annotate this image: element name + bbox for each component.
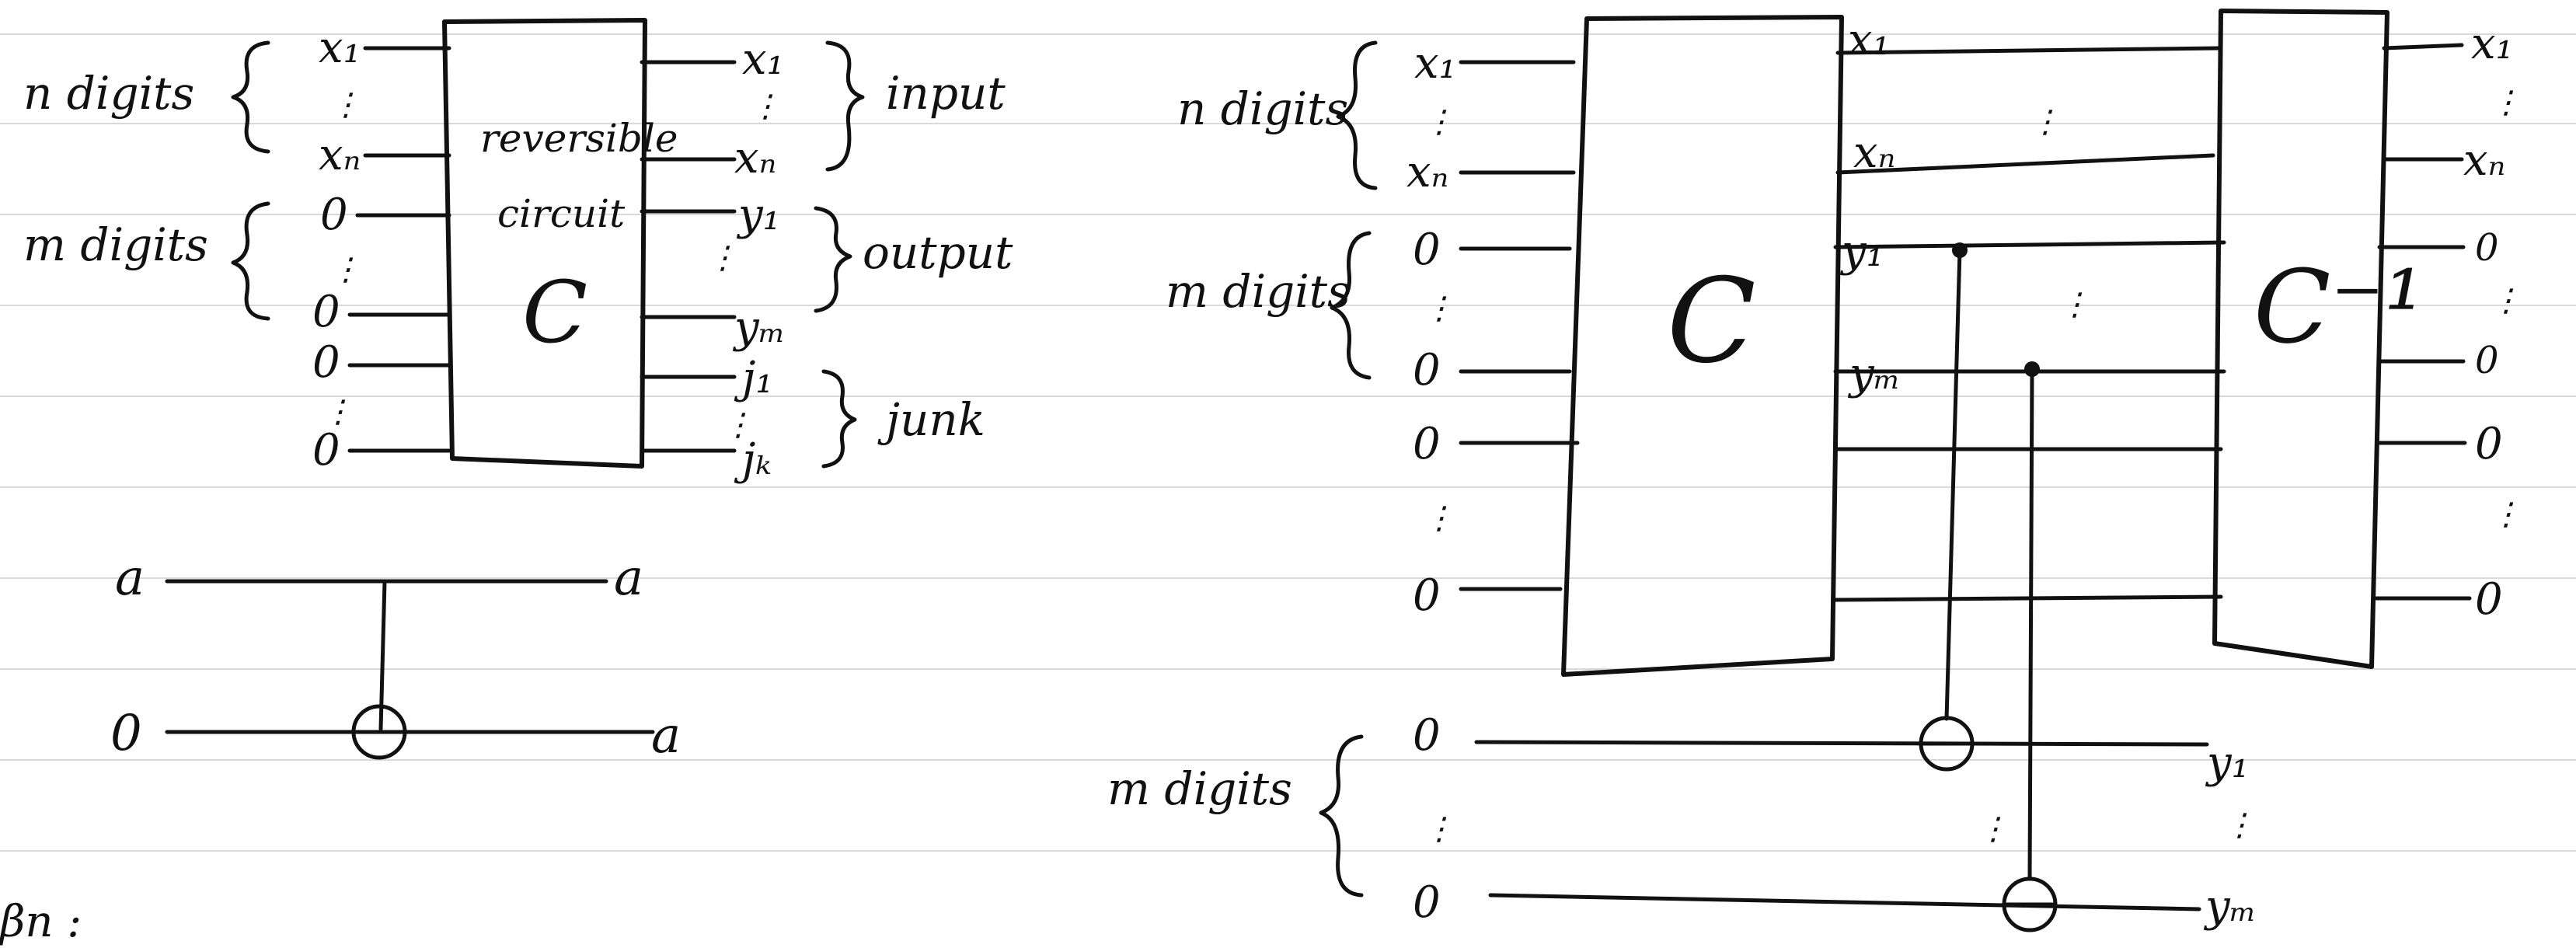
middle-dots: ⋮ <box>2030 104 2061 140</box>
circuit-c-label: C <box>1667 254 1756 389</box>
c-input-wires <box>1459 60 1580 591</box>
input-zero-label: 0 <box>312 425 340 476</box>
output-digits-label: m digits <box>23 218 208 271</box>
input-x1-label: x₁ <box>319 23 361 73</box>
input-zero-label: 0 <box>1413 225 1441 275</box>
middle-xn-label: xₙ <box>1853 127 1895 178</box>
input-x1-label: x₁ <box>1414 38 1456 89</box>
cnot-y1-control-dot <box>1952 242 1968 258</box>
input-zero-label: 0 <box>1413 419 1441 469</box>
copy-zero-label: 0 <box>1413 877 1441 928</box>
cnot-control-in-label: a <box>115 549 145 607</box>
input-digits-label: n digits <box>1177 82 1348 135</box>
input-dots: ⋮ <box>1424 500 1455 536</box>
output-dots: ⋮ <box>750 89 781 124</box>
copy-digits-label: m digits <box>1107 762 1292 815</box>
copy-digits-brace <box>1319 734 1364 897</box>
output-dots: ⋮ <box>707 240 738 276</box>
cnot-target-in-label: 0 <box>110 705 142 762</box>
output-brace-label: output <box>863 226 1013 279</box>
output-wires <box>640 60 737 453</box>
output-dots: ⋮ <box>2491 283 2522 319</box>
box-line-1: reversible <box>480 116 678 161</box>
copy-wire-m <box>1488 893 2201 911</box>
input-zero-label: 0 <box>1413 570 1441 621</box>
wire <box>1835 46 2221 55</box>
middle-x1-label: x₁ <box>1848 15 1890 65</box>
wire <box>1832 594 2223 602</box>
cnot-ym-control-line <box>2027 367 2034 880</box>
input-zero-label: 0 <box>312 337 340 388</box>
output-zero-label: 0 <box>2475 339 2499 382</box>
middle-y1-label: y₁ <box>1839 226 1884 277</box>
wire <box>1833 240 2226 249</box>
input-wires <box>347 46 451 453</box>
input-zero-label: 0 <box>1413 345 1441 396</box>
copy-dots: ⋮ <box>1424 811 1455 847</box>
uncompute-circuit: n digits m digits m digits x₁ ⋮ xₙ 0 ⋮ 0… <box>1107 9 2522 932</box>
circuit-c-inverse-box <box>2212 9 2390 669</box>
middle-wires <box>1832 46 2226 602</box>
cnot-gate: a a 0 a <box>110 549 681 765</box>
output-ym-label: yₘ <box>732 302 786 353</box>
output-x1-label: x₁ <box>2471 19 2513 69</box>
input-digits-brace <box>1336 40 1378 190</box>
input-zero-label: 0 <box>312 287 340 337</box>
input-dots: ⋮ <box>330 87 361 123</box>
cnot-dots: ⋮ <box>1978 811 2009 847</box>
footer-fragment: βn : <box>0 897 82 947</box>
output-brace <box>814 206 852 313</box>
cnot-y1-control-line <box>1944 248 1962 721</box>
copy-wire-1 <box>1474 740 2209 747</box>
output-digits-brace <box>231 201 270 321</box>
middle-ym-label: yₘ <box>1847 349 1901 399</box>
copy-ym-label: yₘ <box>2203 881 2257 932</box>
output-y1-label: y₁ <box>736 190 780 240</box>
circuit-c-box <box>442 18 647 469</box>
input-zero-label: 0 <box>320 190 348 240</box>
output-x1-label: x₁ <box>742 34 784 85</box>
input-xn-label: xₙ <box>319 130 361 180</box>
output-zero-label: 0 <box>2475 574 2503 625</box>
input-dots: ⋮ <box>330 252 361 288</box>
output-digits-brace <box>1330 231 1372 380</box>
input-digits-label: n digits <box>23 67 194 120</box>
cnot-control-out-label: a <box>614 549 643 607</box>
box-line-2: circuit <box>497 191 626 236</box>
input-dots: ⋮ <box>1424 104 1455 140</box>
output-xn-label: xₙ <box>734 133 776 183</box>
input-dots: ⋮ <box>1424 291 1455 326</box>
copy-zero-label: 0 <box>1413 710 1441 761</box>
input-brace <box>825 40 865 172</box>
input-brace-label: input <box>886 67 1006 120</box>
junk-brace-label: junk <box>877 393 985 446</box>
wire <box>1835 153 2215 175</box>
copy-dots: ⋮ <box>2224 807 2255 843</box>
junk-brace <box>821 369 857 469</box>
circuit-c-box <box>1561 15 1844 677</box>
input-xn-label: xₙ <box>1407 147 1448 197</box>
output-xn-label: xₙ <box>2463 135 2505 186</box>
input-dots: ⋮ <box>322 394 354 430</box>
input-digits-brace <box>231 40 270 154</box>
circuit-c-inverse-label: C⁻¹ <box>2254 248 2424 366</box>
output-dots: ⋮ <box>2491 85 2522 120</box>
middle-dots: ⋮ <box>2059 287 2090 322</box>
output-zero-label: 0 <box>2475 226 2499 270</box>
output-digits-label: m digits <box>1166 265 1351 318</box>
copy-y1-label: y₁ <box>2205 737 2249 788</box>
wire <box>2382 43 2464 51</box>
cnot-target-out-label: a <box>651 707 681 765</box>
output-dots: ⋮ <box>723 407 754 443</box>
output-zero-label: 0 <box>2475 419 2503 469</box>
output-dots: ⋮ <box>2491 497 2522 532</box>
cnot-ym-control-dot <box>2024 361 2040 377</box>
c-inverse-output-wires <box>2374 43 2472 601</box>
cnot-control-line <box>378 579 387 731</box>
box-name: C <box>522 263 587 362</box>
